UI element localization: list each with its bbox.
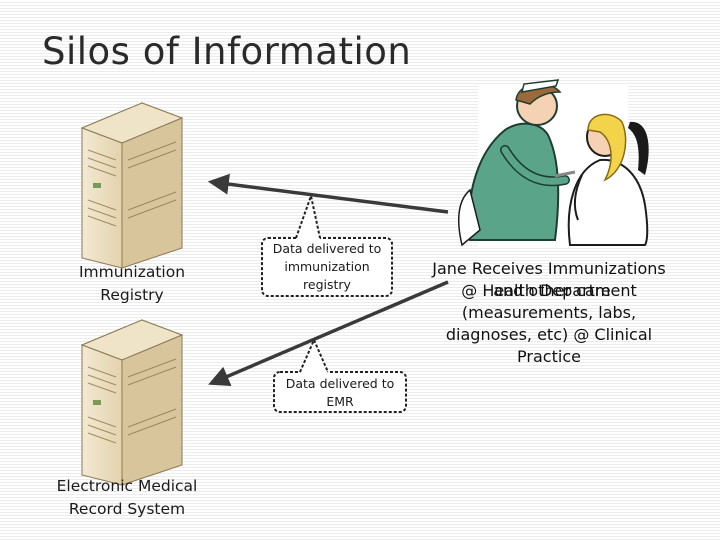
jane-line-3: (measurements, labs, bbox=[461, 303, 637, 322]
server-icon-emr bbox=[80, 319, 184, 486]
server-label-emr: Electronic Medical Record System bbox=[47, 475, 207, 521]
callout-emr-bubble bbox=[273, 337, 407, 413]
callout-emr-text: Data delivered to EMR bbox=[274, 375, 406, 411]
jane-line-2b: and other care bbox=[493, 281, 611, 300]
arrow-to-immunization-registry bbox=[207, 173, 449, 214]
jane-line-2a: @ Health Department bbox=[461, 281, 637, 300]
server-label-immunization-registry: Immunization Registry bbox=[62, 261, 202, 307]
server-label-line: Immunization bbox=[78, 263, 186, 281]
callout-registry-text: Data delivered to immunization registry bbox=[262, 240, 392, 294]
server-label-line: Record System bbox=[68, 500, 186, 518]
callout-line: EMR bbox=[326, 394, 354, 409]
callout-line: Data delivered to bbox=[285, 376, 395, 391]
callout-line: immunization bbox=[284, 259, 370, 274]
arrow-to-emr bbox=[208, 280, 449, 387]
server-icon-immunization-registry bbox=[80, 102, 184, 269]
callout-line: Data delivered to bbox=[272, 241, 382, 256]
slide-title: Silos of Information bbox=[42, 30, 412, 73]
nurse-patient-illustration bbox=[457, 79, 649, 248]
jane-line-5: Practice bbox=[517, 347, 581, 366]
jane-line-4: diagnoses, etc) @ Clinical bbox=[445, 325, 653, 344]
server-label-line: Electronic Medical bbox=[56, 477, 198, 495]
jane-line-1: Jane Receives Immunizations bbox=[432, 259, 666, 278]
callout-registry-bubble bbox=[261, 192, 393, 297]
server-label-line: Registry bbox=[100, 286, 164, 304]
jane-line-2: @ Health Department and other care bbox=[420, 280, 678, 302]
callout-line: registry bbox=[303, 277, 351, 292]
jane-description: Jane Receives Immunizations @ Health Dep… bbox=[420, 258, 678, 368]
